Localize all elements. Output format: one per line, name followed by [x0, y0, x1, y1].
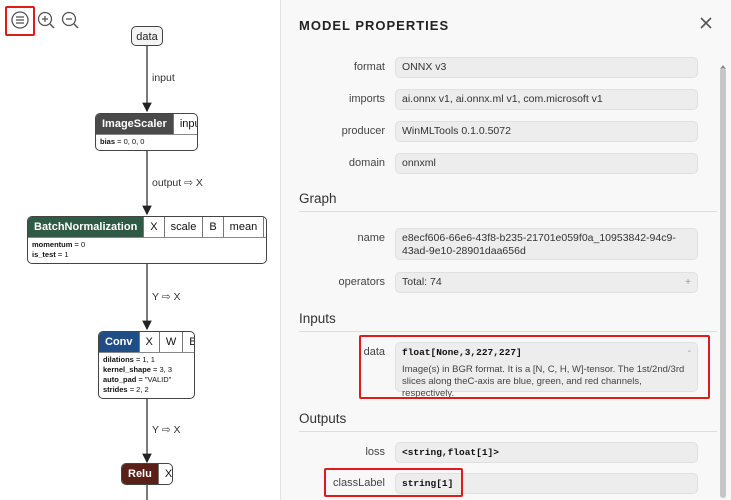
node-port: scale	[163, 217, 203, 237]
edge-label-output: output ⇨ X	[152, 177, 203, 189]
node-attr: is_test = 1	[32, 250, 69, 259]
input-data-box[interactable]: float[None,3,227,227] - Image(s) in BGR …	[395, 342, 698, 399]
node-port: mean	[222, 217, 264, 237]
node-conv[interactable]: Conv X W B dilations = 1, 1 kernel_shape…	[98, 331, 195, 399]
loss-type: <string,float[1]>	[395, 442, 698, 463]
node-port: X	[157, 464, 172, 484]
node-image-scaler[interactable]: ImageScaler input bias = 0, 0, 0	[95, 113, 198, 151]
node-attr: bias = 0, 0, 0	[100, 137, 145, 146]
domain-label: domain	[348, 157, 385, 169]
section-graph: Graph	[299, 191, 337, 206]
graph-input-node[interactable]: data	[131, 26, 163, 46]
graph-edges	[142, 46, 152, 500]
node-batch-normalization[interactable]: BatchNormalization X scale B mean var mo…	[27, 216, 267, 264]
collapse-icon[interactable]: -	[687, 346, 691, 357]
operators-value: Total: 74	[402, 276, 442, 288]
section-inputs: Inputs	[299, 311, 336, 326]
node-port: X	[143, 217, 163, 237]
input-data-label: data	[363, 346, 385, 358]
edge-label-y-x: Y ⇨ X	[152, 424, 181, 436]
input-data-description: Image(s) in BGR format. It is a [N, C, H…	[402, 364, 685, 399]
domain-value: onnxml	[395, 153, 698, 174]
producer-value: WinMLTools 0.1.0.5072	[395, 121, 698, 142]
node-relu[interactable]: Relu X	[121, 463, 173, 485]
operators-label: operators	[338, 276, 385, 288]
graph-name-label: name	[357, 232, 385, 244]
input-data-type: float[None,3,227,227]	[402, 347, 522, 358]
panel-title: MODEL PROPERTIES	[299, 18, 450, 33]
menu-icon[interactable]	[9, 9, 31, 31]
node-attr: auto_pad = "VALID"	[103, 375, 172, 384]
expand-icon[interactable]: +	[685, 277, 691, 288]
node-port: var	[263, 217, 266, 237]
format-label: format	[353, 61, 385, 73]
node-op-name: Relu	[122, 464, 158, 484]
edge-label-y-x: Y ⇨ X	[152, 291, 181, 303]
node-attr: dilations = 1, 1	[103, 355, 155, 364]
divider	[299, 211, 717, 212]
producer-label: producer	[341, 125, 385, 137]
scrollbar[interactable]	[719, 58, 727, 500]
node-port: W	[158, 332, 182, 352]
divider	[299, 431, 717, 432]
scroll-up-icon[interactable]	[719, 58, 727, 69]
edge-label-input: input	[152, 72, 175, 84]
class-label-type: string[1]	[395, 473, 698, 494]
scrollbar-thumb[interactable]	[720, 68, 726, 498]
node-attributes: bias = 0, 0, 0	[96, 134, 197, 150]
node-attr: kernel_shape = 3, 3	[103, 365, 173, 374]
node-op-name: BatchNormalization	[28, 217, 144, 237]
node-attributes: momentum = 0 is_test = 1	[28, 237, 266, 263]
node-attributes: dilations = 1, 1 kernel_shape = 3, 3 aut…	[99, 352, 194, 398]
imports-value: ai.onnx v1, ai.onnx.ml v1, com.microsoft…	[395, 89, 698, 110]
graph-name-value: e8ecf606-66e6-43f8-b235-21701e059f0a_109…	[395, 228, 698, 260]
node-op-name: ImageScaler	[96, 114, 173, 134]
divider	[299, 331, 717, 332]
node-op-name: Conv	[99, 332, 139, 352]
class-label-label: classLabel	[333, 477, 385, 489]
node-port: B	[202, 217, 222, 237]
close-icon[interactable]	[697, 14, 715, 32]
operators-box[interactable]: Total: 74 +	[395, 272, 698, 293]
node-port: input	[172, 114, 197, 134]
zoom-in-icon[interactable]	[35, 9, 57, 31]
graph-canvas[interactable]: data input ImageScaler input bias = 0, 0…	[0, 0, 280, 500]
node-port: B	[182, 332, 194, 352]
node-port: X	[138, 332, 159, 352]
model-properties-panel: MODEL PROPERTIES format ONNX v3 imports …	[280, 0, 731, 500]
format-value: ONNX v3	[395, 57, 698, 78]
node-attr: strides = 2, 2	[103, 385, 149, 394]
node-attr: momentum = 0	[32, 240, 86, 249]
section-outputs: Outputs	[299, 411, 347, 426]
imports-label: imports	[348, 93, 385, 105]
loss-label: loss	[365, 446, 385, 458]
zoom-out-icon[interactable]	[59, 9, 81, 31]
